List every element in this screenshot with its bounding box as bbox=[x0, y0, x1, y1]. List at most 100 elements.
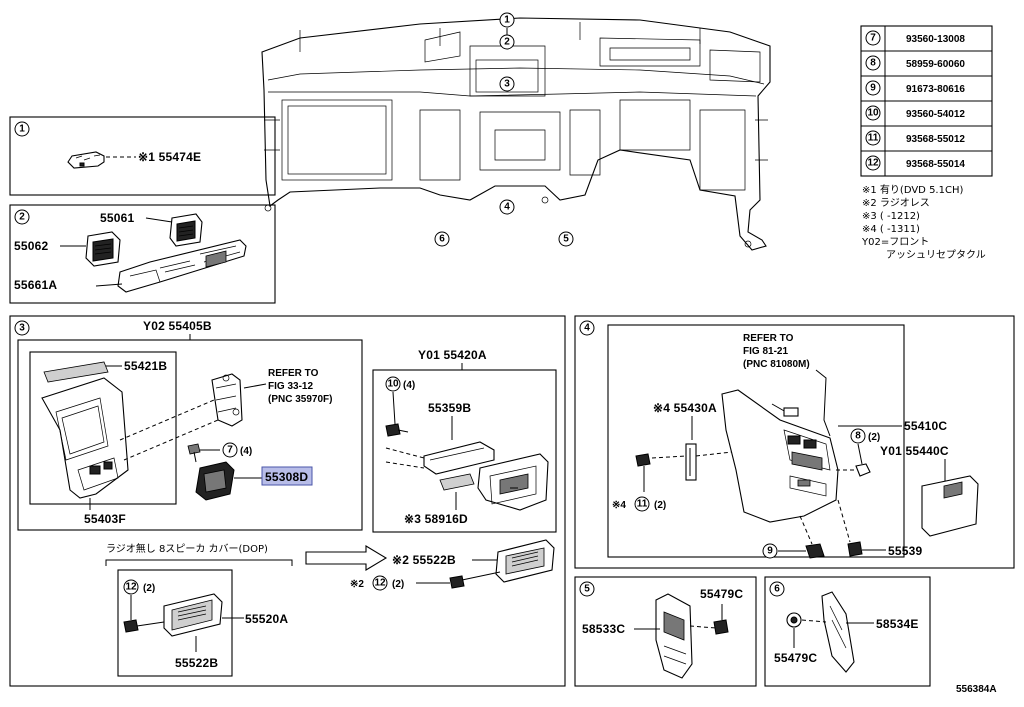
svg-text:8: 8 bbox=[870, 58, 876, 69]
screw-12-b bbox=[123, 619, 165, 633]
console-55410c bbox=[721, 389, 839, 523]
legend-part-6: 93568-55014 bbox=[906, 159, 965, 170]
svg-text:12: 12 bbox=[374, 578, 386, 589]
label-55539: 55539 bbox=[888, 544, 922, 558]
cover-55522b-b bbox=[163, 593, 223, 637]
label-55474e: ※1 55474E bbox=[138, 150, 201, 164]
legend-table: 7 93560-13008 8 58959-60060 9 91673-8061… bbox=[860, 25, 993, 177]
label-55430a: ※4 55430A bbox=[653, 401, 717, 415]
svg-text:※3 ( -1212): ※3 ( -1212) bbox=[862, 211, 920, 222]
panel-2: 2 55061 55062 55661A bbox=[9, 204, 276, 304]
svg-text:12: 12 bbox=[867, 158, 879, 169]
pin-55430a bbox=[685, 443, 697, 481]
panel-5: 5 58533C 55479C bbox=[574, 576, 757, 687]
label-55308d: 55308D bbox=[265, 470, 308, 484]
bracket-35970f bbox=[211, 373, 243, 427]
part-55308d bbox=[195, 461, 235, 501]
panel-55403f bbox=[41, 377, 129, 499]
svg-text:※4 ( -1311): ※4 ( -1311) bbox=[862, 224, 920, 235]
svg-text:(2): (2) bbox=[392, 579, 404, 590]
svg-text:2: 2 bbox=[19, 212, 25, 223]
panel-4: 4 REFER TO FIG 81-21 (PNC 81080M) ※4 554… bbox=[574, 315, 1015, 569]
receptacle-55440c bbox=[921, 475, 979, 537]
svg-text:(2): (2) bbox=[143, 583, 155, 594]
label-55403f: 55403F bbox=[84, 512, 126, 526]
svg-text:FIG 81-21: FIG 81-21 bbox=[743, 346, 788, 357]
panel-3: 3 Y02 55405B 55421B 55403F REFER TO FI bbox=[9, 315, 566, 687]
svg-text:4: 4 bbox=[584, 323, 590, 334]
svg-text:(2): (2) bbox=[654, 500, 666, 511]
label-55061: 55061 bbox=[100, 211, 134, 225]
svg-text:10: 10 bbox=[387, 379, 399, 390]
svg-text:3: 3 bbox=[19, 323, 25, 334]
legend-part-3: 91673-80616 bbox=[906, 84, 965, 95]
svg-text:(PNC 81080M): (PNC 81080M) bbox=[743, 359, 810, 370]
label-55421b: 55421B bbox=[124, 359, 167, 373]
label-58534e: 58534E bbox=[876, 617, 919, 631]
panel-6: 6 58534E 55479C bbox=[764, 576, 931, 687]
strip-55421b bbox=[43, 361, 109, 383]
clip-55479c-a bbox=[713, 619, 729, 635]
callout-4 bbox=[499, 199, 515, 215]
label-55520a: 55520A bbox=[245, 612, 288, 626]
svg-text:※4: ※4 bbox=[612, 500, 626, 511]
svg-text:5: 5 bbox=[563, 234, 569, 245]
refer-text-81080m: REFER TO bbox=[743, 333, 794, 344]
part-55359b bbox=[423, 441, 495, 475]
svg-text:5: 5 bbox=[584, 584, 590, 595]
clip-55539 bbox=[847, 541, 863, 557]
svg-text:3: 3 bbox=[504, 79, 510, 90]
svg-text:11: 11 bbox=[637, 499, 648, 510]
callout-2 bbox=[499, 34, 515, 50]
legend-part-5: 93568-55012 bbox=[906, 134, 965, 145]
svg-text:※2 ラジオレス: ※2 ラジオレス bbox=[862, 197, 930, 209]
svg-text:アッシュリセプタクル: アッシュリセプタクル bbox=[886, 249, 986, 261]
svg-text:(PNC 35970F): (PNC 35970F) bbox=[268, 394, 332, 405]
callout-1 bbox=[499, 12, 515, 28]
label-55522b-radioless: ※2 55522B bbox=[392, 553, 456, 567]
label-55479c-b: 55479C bbox=[774, 651, 817, 665]
svg-text:9: 9 bbox=[870, 83, 876, 94]
highlight-55308d bbox=[261, 466, 313, 486]
svg-text:10: 10 bbox=[867, 108, 879, 119]
dash-callouts: 1 2 3 4 5 6 bbox=[434, 12, 574, 247]
svg-text:12: 12 bbox=[125, 582, 137, 593]
svg-text:8: 8 bbox=[855, 431, 861, 442]
callout-3 bbox=[499, 76, 515, 92]
screw-12-a bbox=[449, 571, 501, 589]
arrow-right bbox=[305, 545, 388, 571]
callout-5 bbox=[558, 231, 574, 247]
legend-notes: ※1 有り(DVD 5.1CH) ※2 ラジオレス ※3 ( -1212) ※4… bbox=[861, 183, 986, 261]
dashboard-assembly bbox=[261, 17, 771, 251]
svg-text:1: 1 bbox=[504, 15, 510, 26]
svg-text:※2: ※2 bbox=[350, 579, 364, 590]
svg-text:1: 1 bbox=[19, 124, 25, 135]
svg-text:6: 6 bbox=[774, 584, 780, 595]
svg-text:6: 6 bbox=[439, 234, 445, 245]
label-58916d: ※3 58916D bbox=[404, 512, 468, 526]
legend-part-4: 93560-54012 bbox=[906, 109, 965, 120]
label-55479c-a: 55479C bbox=[700, 587, 743, 601]
screw-9 bbox=[805, 543, 825, 559]
svg-text:Y02=フロント: Y02=フロント bbox=[861, 237, 929, 248]
vent-55062 bbox=[85, 231, 121, 267]
part-58534e bbox=[821, 591, 855, 673]
label-y02-55405b: Y02 55405B bbox=[143, 319, 212, 333]
bezel-55661a bbox=[117, 239, 247, 293]
svg-text:7: 7 bbox=[227, 445, 233, 456]
label-55661a: 55661A bbox=[14, 278, 57, 292]
label-55359b: 55359B bbox=[428, 401, 471, 415]
svg-text:(2): (2) bbox=[868, 432, 880, 443]
radio-note: ラジオ無し 8スピーカ カバー(DOP) bbox=[106, 542, 268, 555]
part-58533c bbox=[655, 593, 693, 679]
svg-text:(4): (4) bbox=[240, 446, 252, 457]
vent-55061 bbox=[169, 213, 203, 247]
label-55062: 55062 bbox=[14, 239, 48, 253]
label-55522b: 55522B bbox=[175, 656, 218, 670]
svg-text:(4): (4) bbox=[403, 380, 415, 391]
legend-part-1: 93560-13008 bbox=[906, 34, 965, 45]
svg-text:2: 2 bbox=[504, 37, 510, 48]
svg-text:4: 4 bbox=[504, 202, 510, 213]
callout-6 bbox=[434, 231, 450, 247]
